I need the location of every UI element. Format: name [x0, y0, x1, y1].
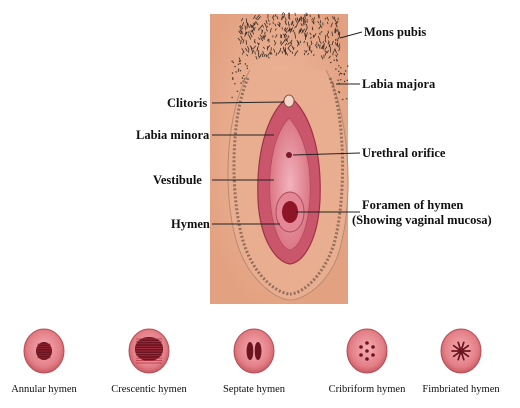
cribriform-hole: [371, 345, 375, 349]
hair-dot: [340, 73, 341, 74]
hair-strand: [304, 53, 305, 55]
hair-dot: [238, 69, 239, 70]
hair-dot: [340, 79, 341, 80]
clitoris-shape: [284, 95, 294, 107]
fimbriated-center: [459, 349, 464, 354]
hair-dot: [342, 99, 343, 100]
label-clitoris: Clitoris: [167, 96, 207, 110]
hair-strand: [307, 14, 308, 17]
hair-strand: [319, 14, 320, 18]
hair-strand: [289, 27, 290, 30]
hair-dot: [336, 60, 337, 61]
hair-dot: [338, 71, 339, 72]
hair-strand: [339, 33, 340, 38]
label-urethral-orifice: Urethral orifice: [362, 146, 445, 160]
hair-dot: [231, 61, 232, 62]
hair-dot: [341, 73, 342, 74]
cribriform-hole: [365, 349, 369, 353]
hair-dot: [335, 68, 336, 69]
caption-annular-hymen: Annular hymen: [0, 384, 96, 395]
hair-dot: [242, 77, 243, 78]
hair-strand: [255, 51, 256, 54]
hair-strand: [292, 52, 293, 54]
hair-strand: [246, 40, 247, 45]
hair-dot: [240, 70, 241, 71]
hair-dot: [247, 68, 248, 69]
hair-dot: [239, 61, 240, 62]
hair-dot: [347, 65, 348, 66]
septate-opening-right: [255, 342, 262, 360]
cribriform-hole: [371, 353, 375, 357]
crescentic-opening: [135, 337, 163, 361]
hair-dot: [330, 62, 331, 63]
hair-dot: [345, 70, 346, 71]
label-vestibule: Vestibule: [153, 173, 202, 187]
label-hymen: Hymen: [171, 217, 210, 231]
hymen-disc-fimbriated: [441, 329, 481, 373]
hair-dot: [246, 65, 247, 66]
hair-dot: [340, 67, 341, 68]
hair-dot: [234, 66, 235, 67]
hair-dot: [232, 79, 233, 80]
hair-strand: [270, 23, 271, 25]
hair-dot: [245, 63, 246, 64]
caption-crescentic-hymen: Crescentic hymen: [97, 384, 201, 395]
septate-opening-left: [247, 342, 254, 360]
hymen-disc-annular: [24, 329, 64, 373]
label-mons-pubis: Mons pubis: [364, 25, 426, 39]
cribriform-hole: [359, 345, 363, 349]
urethral-orifice-shape: [286, 152, 292, 158]
cribriform-hole: [365, 357, 369, 361]
caption-fimbriated-hymen: Fimbriated hymen: [409, 384, 513, 395]
caption-septate-hymen: Septate hymen: [202, 384, 306, 395]
hymen-types-row: [24, 329, 481, 373]
hair-dot: [234, 83, 235, 84]
hymen-disc-cribriform: [347, 329, 387, 373]
hair-strand: [289, 24, 290, 26]
hair-dot: [338, 91, 339, 92]
hair-dot: [232, 72, 233, 73]
hair-dot: [231, 97, 232, 98]
label-labia-majora: Labia majora: [362, 77, 435, 91]
hair-strand: [241, 28, 242, 30]
hair-dot: [346, 98, 347, 99]
foramen-shape: [282, 201, 298, 223]
cribriform-hole: [359, 353, 363, 357]
hair-dot: [239, 63, 240, 64]
hair-dot: [338, 65, 339, 66]
hymen-disc-septate: [234, 329, 274, 373]
hair-strand: [249, 31, 250, 33]
hair-dot: [339, 74, 340, 75]
hair-strand: [270, 51, 271, 55]
hair-dot: [240, 82, 241, 83]
hair-dot: [238, 64, 239, 65]
hair-dot: [237, 91, 238, 92]
hymen-disc-crescentic: [129, 329, 169, 373]
label-foramen-line2: (Showing vaginal mucosa): [352, 213, 492, 227]
hair-dot: [337, 80, 338, 81]
hair-dot: [347, 80, 348, 81]
label-labia-minora: Labia minora: [136, 128, 209, 142]
hair-dot: [238, 70, 239, 71]
cribriform-hole: [365, 341, 369, 345]
hair-dot: [344, 81, 345, 82]
hair-dot: [334, 60, 335, 61]
hair-dot: [344, 74, 345, 75]
hair-dot: [235, 71, 236, 72]
label-foramen-line1: Foramen of hymen: [362, 198, 463, 212]
hair-dot: [233, 62, 234, 63]
hair-strand: [332, 32, 333, 36]
hair-dot: [243, 75, 244, 76]
hair-strand: [300, 41, 301, 43]
hair-dot: [232, 77, 233, 78]
caption-cribriform-hymen: Cribriform hymen: [315, 384, 419, 395]
